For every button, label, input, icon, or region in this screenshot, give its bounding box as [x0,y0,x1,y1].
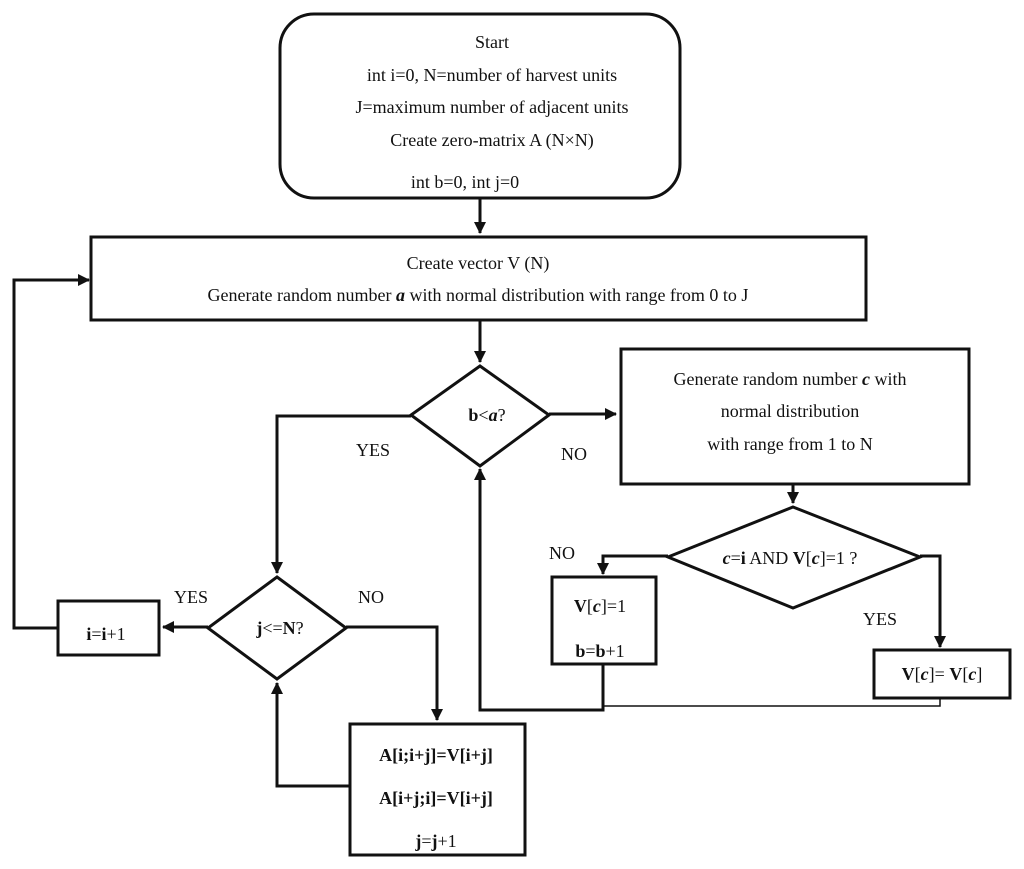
decision-b-label: b<a? [468,405,505,425]
decision-j-le-n [205,575,349,681]
label-yes-decision-j: YES [174,587,208,607]
gen-c-line2: normal distribution [721,401,860,421]
label-no-decision-j: NO [358,587,384,607]
label-yes-decision-b: YES [356,440,390,460]
edge-inc-i-loop-to-create-vector [12,274,90,630]
label-yes-decision-c: YES [863,609,897,629]
start-line1: int i=0, N=number of harvest units [367,65,617,85]
edge-decision-c-no-to-set-vc [597,554,668,575]
edge-decision-b-yes-to-decision-j [271,414,411,574]
gen-c-line1: Generate random number c with [674,369,907,389]
set-vc-node [550,575,658,666]
edge-matrix-box-loop-to-decision-j [271,682,350,788]
gen-c-node [619,347,971,486]
set-vc-line1: V[c]=1 [574,596,626,616]
decision-c-label: c=i AND V[c]=1 ? [723,548,858,568]
start-line4: int b=0, int j=0 [411,172,519,192]
keep-vc-node [872,648,1012,700]
decision-j-label: j<=N? [255,618,303,638]
decision-c-equals-i [663,505,925,610]
label-no-decision-b: NO [561,444,587,464]
edge-decision-c-yes-to-keep-vc [920,554,946,648]
gen-c-line3: with range from 1 to N [707,434,872,454]
label-no-decision-c: NO [549,543,575,563]
create-vector-line2: Generate random number a with normal dis… [208,285,749,305]
edge-keep-vc-join [603,698,941,707]
edge-set-vc-loop-to-decision-b [474,468,605,712]
set-vc-line2: b=b+1 [575,641,624,661]
inc-i-label: i=i+1 [86,624,125,644]
start-node [278,12,682,200]
edge-decision-j-no-to-matrix-box [346,625,443,721]
create-vector-node [89,235,868,322]
keep-vc-label: V[c]= V[c] [902,664,983,684]
matrix-line3: j=j+1 [414,831,456,851]
create-vector-line1: Create vector V (N) [407,253,550,274]
start-line2: J=maximum number of adjacent units [355,97,628,117]
decision-b-less-a [408,364,552,468]
start-title: Start [475,32,509,52]
matrix-line1: A[i;i+j]=V[i+j] [379,745,493,765]
matrix-update-node [348,722,527,857]
start-line3: Create zero-matrix A (N×N) [390,130,594,151]
matrix-line2: A[i+j;i]=V[i+j] [379,788,493,808]
inc-i-node [56,599,161,657]
